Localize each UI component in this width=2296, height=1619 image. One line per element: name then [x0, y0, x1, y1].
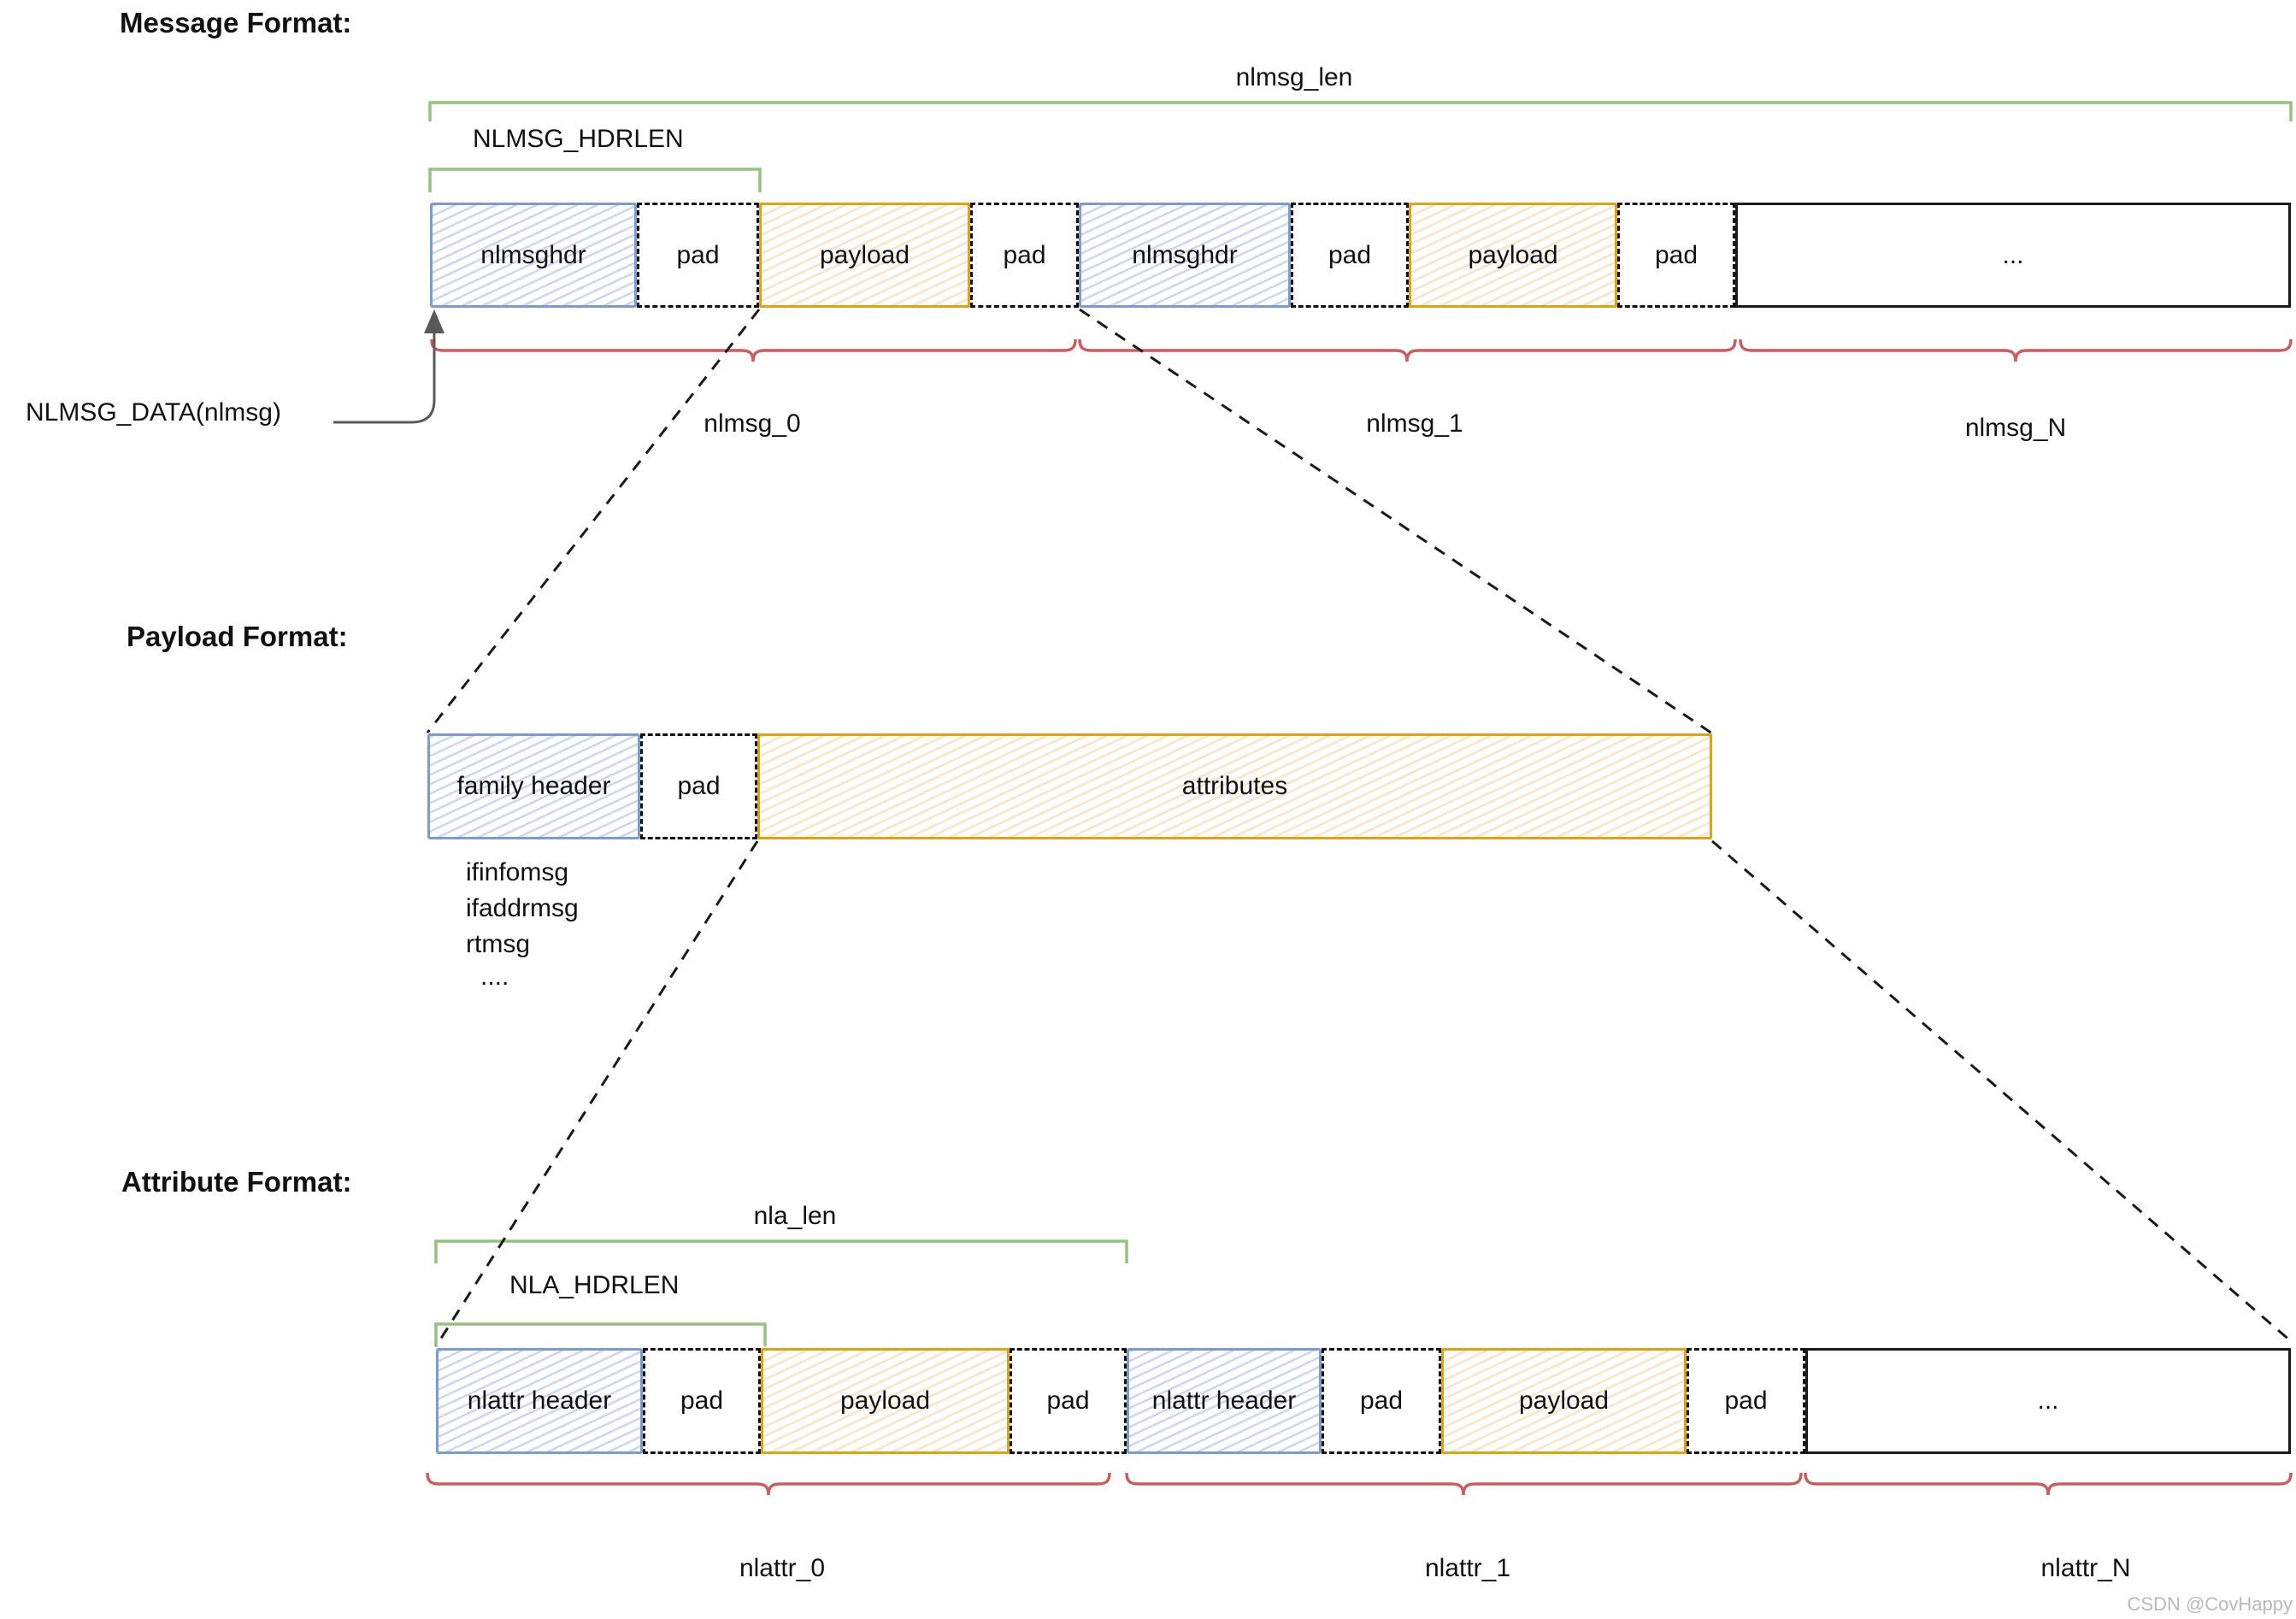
cell-label: pad	[1003, 240, 1046, 269]
nla-len-label: nla_len	[753, 1202, 837, 1230]
nlmsg-hdrlen-label: NLMSG_HDRLEN	[473, 125, 684, 153]
attr-cell-pad-3: pad	[1687, 1348, 1805, 1454]
attr-cell-pad-1: pad	[1010, 1348, 1127, 1454]
attr-cell-payload-1: payload	[1441, 1348, 1687, 1454]
payload-cell-family-header: family header	[427, 733, 640, 839]
nlmsg-1-brace	[1078, 339, 1737, 362]
nla-hdrlen-bracket	[434, 1322, 767, 1346]
payload-format-title: Payload Format:	[127, 621, 348, 652]
msg-cell-pad-2: pad	[1291, 203, 1409, 308]
payload-cell-pad: pad	[640, 733, 757, 839]
cell-label: nlattr header	[1151, 1386, 1297, 1415]
attr-cell-nlattr-header-1: nlattr header	[1127, 1348, 1322, 1454]
nlattr-0-label: nlattr_0	[739, 1554, 826, 1582]
nlmsg-data-arrow-line	[333, 330, 436, 424]
msg-cell-payload-0: payload	[759, 203, 970, 308]
cell-label: payload	[1468, 240, 1558, 269]
cell-label: pad	[1359, 1386, 1404, 1415]
msg-cell-nlmsghdr-0: nlmsghdr	[430, 203, 637, 308]
cell-label: nlmsghdr	[1132, 240, 1238, 269]
nlmsg-n-brace	[1739, 339, 2293, 362]
cell-label: family header	[456, 772, 611, 800]
cell-label: pad	[1654, 240, 1698, 269]
cell-label: nlmsghdr	[480, 240, 586, 269]
nlattr-1-label: nlattr_1	[1424, 1554, 1511, 1582]
cell-label: ...	[2037, 1386, 2059, 1415]
family-header-example-more: ....	[480, 963, 509, 991]
attr-cell-pad-0: pad	[643, 1348, 761, 1454]
cell-label: pad	[1724, 1386, 1768, 1415]
nlattr-n-label: nlattr_N	[2040, 1554, 2131, 1582]
cell-label: payload	[839, 1386, 931, 1415]
cell-label: pad	[680, 1386, 724, 1415]
nlattr-1-brace	[1125, 1472, 1803, 1496]
nla-hdrlen-label: NLA_HDRLEN	[509, 1271, 680, 1299]
nlattr-n-brace	[1804, 1472, 2293, 1496]
msg-cell-pad-0: pad	[637, 203, 759, 308]
nlmsg-n-label: nlmsg_N	[1964, 414, 2067, 442]
cell-label: pad	[676, 240, 720, 269]
message-format-title: Message Format:	[120, 7, 352, 38]
attributes-to-nlattr-right-connector	[1711, 839, 2292, 1343]
watermark: CSDN @CovHappy	[2127, 1593, 2293, 1615]
family-header-example-rtmsg: rtmsg	[466, 930, 530, 958]
attr-cell-more: ...	[1805, 1348, 2291, 1454]
msg-cell-more: ...	[1735, 203, 2291, 308]
nlmsg-0-label: nlmsg_0	[704, 409, 801, 438]
nlmsg-1-label: nlmsg_1	[1366, 409, 1463, 438]
attr-cell-pad-2: pad	[1322, 1348, 1441, 1454]
attribute-format-title: Attribute Format:	[121, 1166, 352, 1198]
nlmsg-len-label: nlmsg_len	[1235, 63, 1353, 91]
msg-cell-nlmsghdr-1: nlmsghdr	[1079, 203, 1291, 308]
family-header-example-ifaddrmsg: ifaddrmsg	[466, 894, 579, 922]
nlmsg-len-bracket	[428, 101, 2293, 121]
nlmsg-0-brace	[430, 339, 1077, 362]
nlattr-0-brace	[426, 1472, 1111, 1496]
payload-to-family-header-connector	[426, 309, 761, 733]
msg-cell-pad-3: pad	[1617, 203, 1735, 308]
payload-cell-attributes: attributes	[757, 733, 1712, 839]
msg-cell-pad-1: pad	[970, 203, 1079, 308]
nlmsg-data-arrow-head	[424, 309, 444, 333]
nlmsg-data-pointer-label: NLMSG_DATA(nlmsg)	[26, 398, 281, 427]
cell-label: pad	[1046, 1386, 1090, 1415]
family-header-example-ifinfomsg: ifinfomsg	[466, 858, 569, 886]
nlmsg-hdrlen-bracket	[428, 168, 762, 192]
cell-label: nlattr header	[467, 1386, 612, 1415]
attr-cell-nlattr-header-0: nlattr header	[436, 1348, 643, 1454]
cell-label: pad	[1328, 240, 1372, 269]
attr-cell-payload-0: payload	[761, 1348, 1010, 1454]
nla-len-bracket	[434, 1239, 1128, 1263]
cell-label: payload	[1518, 1386, 1610, 1415]
cell-label: pad	[677, 772, 721, 800]
payload-to-attributes-connector	[1079, 308, 1713, 735]
cell-label: payload	[819, 240, 910, 269]
cell-label: ...	[2002, 240, 2024, 269]
cell-label: attributes	[1181, 772, 1288, 800]
msg-cell-payload-1: payload	[1409, 203, 1617, 308]
